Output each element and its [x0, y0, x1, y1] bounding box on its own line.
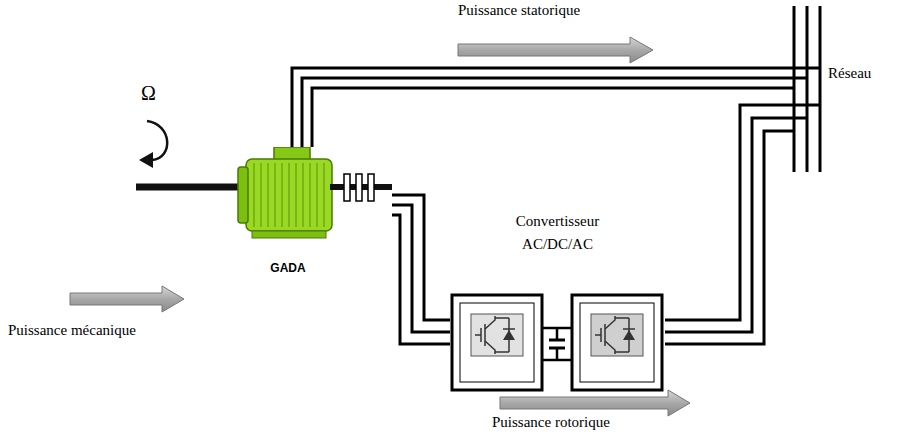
wire-phase: [665, 131, 794, 344]
wire-phase: [392, 215, 450, 344]
speed-symbol: Ω: [141, 82, 156, 105]
generator-machine-art: [232, 147, 392, 277]
node-label: GADA: [232, 259, 344, 277]
power-label: Puissance rotorique: [492, 414, 610, 431]
converter-block: Convertisseur AC/DC/AC: [450, 210, 665, 395]
power-arrow: [500, 390, 690, 416]
label-slot: Ω: [141, 82, 156, 105]
three-phase-wire: [665, 105, 820, 344]
wire-phase: [665, 118, 807, 332]
three-phase-wire: [392, 195, 450, 344]
grid-bus: Réseau: [788, 4, 896, 174]
wire-phase: [665, 105, 820, 320]
shaft: [136, 184, 250, 191]
rotation-arrowhead: [139, 152, 153, 168]
label-slot: Puissance statorique: [458, 2, 580, 19]
generator-machine: GADA: [232, 147, 392, 277]
label-slot: Puissance mécanique: [8, 322, 136, 339]
power-label: Puissance statorique: [458, 2, 580, 19]
grid-bus-art: [788, 4, 896, 174]
wire-phase: [312, 88, 794, 147]
power-arrow: [70, 286, 184, 312]
wire-phase: [302, 78, 807, 147]
power-arrow: [458, 37, 653, 63]
node-label: Convertisseur AC/DC/AC: [500, 210, 615, 255]
label-slot: Puissance rotorique: [492, 414, 610, 431]
power-label: Puissance mécanique: [8, 322, 136, 339]
node-label: Réseau: [828, 62, 894, 85]
